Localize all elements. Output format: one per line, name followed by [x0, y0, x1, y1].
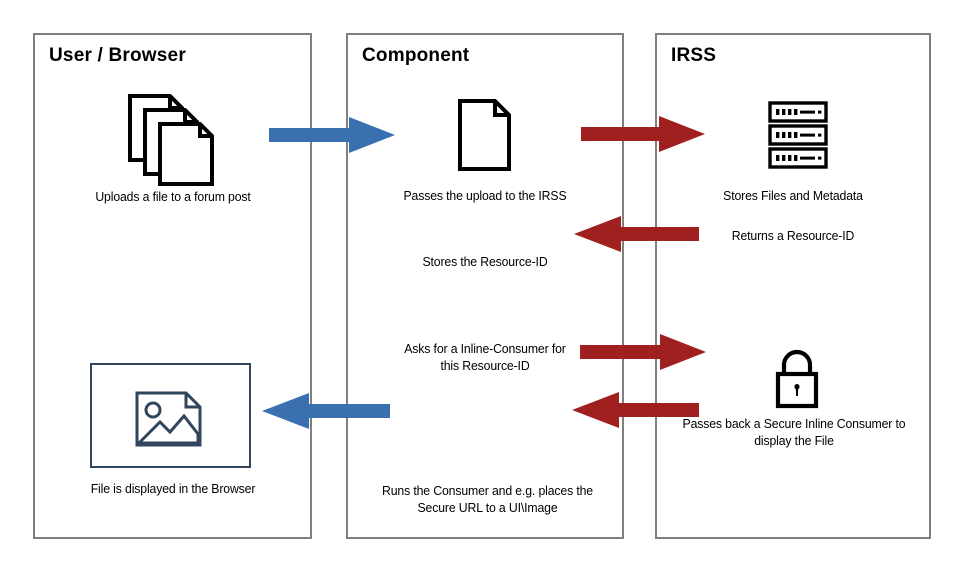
lane-component: Component: [346, 33, 624, 539]
caption-runs-consumer: Runs the Consumer and e.g. places the Se…: [382, 483, 593, 516]
server-rack-icon: [767, 100, 829, 170]
documents-stack-icon: [124, 92, 224, 188]
arrow-upload-component-to-irss: [581, 116, 705, 152]
document-icon: [457, 98, 513, 172]
arrow-request-consumer-component-to-irss: [580, 334, 706, 370]
lane-user-browser: User / Browser: [33, 33, 312, 539]
caption-uploads-file: Uploads a file to a forum post: [95, 189, 251, 204]
image-placeholder-icon: [134, 390, 206, 448]
caption-stores-files: Stores Files and Metadata: [723, 188, 863, 203]
arrow-resource-id-irss-to-component: [574, 216, 699, 252]
lane-title-irss: IRSS: [671, 45, 717, 66]
arrow-consumer-irss-to-component: [572, 392, 699, 428]
arrow-display-component-to-user: [262, 393, 390, 429]
caption-file-displayed: File is displayed in the Browser: [90, 481, 256, 496]
lane-irss: IRSS: [655, 33, 931, 539]
lane-title-component: Component: [362, 45, 470, 66]
arrow-upload-user-to-component: [269, 117, 395, 153]
lane-title-user-browser: User / Browser: [49, 45, 186, 66]
lock-icon: [769, 348, 825, 412]
caption-passes-back-consumer: Passes back a Secure Inline Consumer to …: [682, 416, 906, 449]
caption-passes-upload: Passes the upload to the IRSS: [403, 188, 567, 203]
caption-returns-resource-id: Returns a Resource-ID: [731, 228, 855, 243]
caption-asks-inline-consumer: Asks for a Inline-Consumer for this Reso…: [404, 341, 566, 374]
caption-stores-resource-id: Stores the Resource-ID: [422, 254, 548, 269]
